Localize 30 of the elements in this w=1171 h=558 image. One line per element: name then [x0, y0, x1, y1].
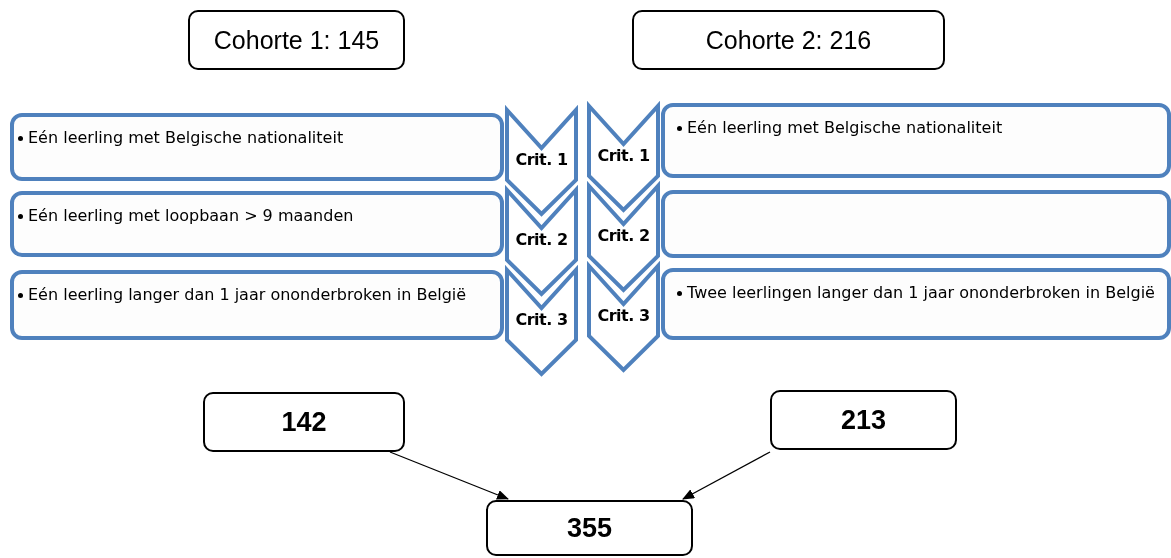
- total-box: 355: [486, 500, 693, 556]
- criterion-box: [661, 268, 1171, 340]
- criterion-label: Crit. 1: [514, 150, 569, 169]
- criterion-label: Crit. 2: [596, 226, 651, 245]
- arrow: [389, 451, 509, 500]
- criterion-box: [10, 270, 504, 340]
- criterion-text: Eén leerling met Belgische nationaliteit: [28, 127, 345, 148]
- empty-box: [661, 190, 1171, 258]
- criterion-box: [10, 113, 504, 181]
- chevron-shape: [587, 104, 660, 212]
- arrow: [682, 451, 771, 500]
- chevron-shape: [587, 264, 660, 372]
- criterion-box: [661, 103, 1171, 178]
- count-box: 213: [770, 390, 957, 450]
- criterion-label: Crit. 1: [596, 146, 651, 165]
- criterion-box: [10, 191, 504, 257]
- count-box: 142: [203, 392, 405, 452]
- chevron-shape: [505, 268, 578, 376]
- criterion-label: Crit. 2: [514, 230, 569, 249]
- criterion-label: Crit. 3: [596, 306, 651, 325]
- cohort-box: Cohorte 1: 145: [188, 10, 405, 70]
- criterion-text: Eén leerling met loopbaan > 9 maanden: [28, 205, 355, 226]
- chevron-shape: [505, 108, 578, 216]
- cohort-box: Cohorte 2: 216: [632, 10, 945, 70]
- chevron-shape: [505, 188, 578, 296]
- criterion-label: Crit. 3: [514, 310, 569, 329]
- criterion-text: Twee leerlingen langer dan 1 jaar ononderbroken in België: [687, 282, 1156, 303]
- chevron-shape: [587, 184, 660, 292]
- criterion-text: Eén leerling met Belgische nationaliteit: [687, 117, 1004, 138]
- criterion-text: Eén leerling langer dan 1 jaar ononderbroken in België: [28, 284, 468, 305]
